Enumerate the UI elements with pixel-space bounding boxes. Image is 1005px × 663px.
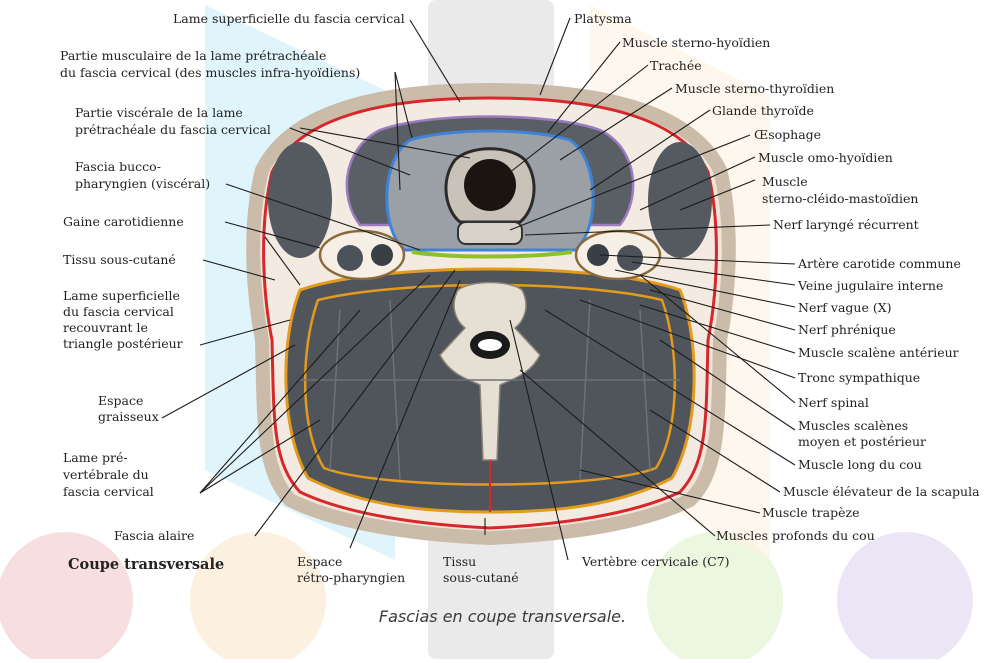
label-superficial-posterior-3: recouvrant le	[63, 320, 148, 335]
label-pretracheal-visceral-1: Partie viscérale de la lame	[75, 105, 243, 120]
label-cervical-vertebra: Vertèbre cervicale (C7)	[581, 554, 730, 569]
label-subcutaneous-bottom-2: sous-cutané	[443, 570, 519, 585]
label-superficial-posterior-4: triangle postérieur	[63, 336, 183, 351]
label-vagus-nerve: Nerf vague (X)	[798, 300, 892, 315]
label-prevertebral-1: Lame pré-	[63, 450, 128, 465]
jugular-vein-left	[337, 245, 363, 271]
label-pretracheal-visceral-2: prétrachéale du fascia cervical	[75, 122, 271, 137]
figure-caption: Fascias en coupe transversale.	[0, 607, 1005, 626]
view-title: Coupe transversale	[68, 556, 224, 573]
neck-section	[253, 90, 729, 538]
label-recurrent-laryngeal: Nerf laryngé récurrent	[773, 217, 919, 232]
label-pretracheal-muscular-2: du fascia cervical (des muscles infra-hy…	[60, 65, 360, 80]
label-buccopharyngeal-1: Fascia bucco-	[75, 159, 161, 174]
label-carotid-sheath: Gaine carotidienne	[63, 214, 184, 229]
label-retropharyngeal-2: rétro-pharyngien	[297, 570, 405, 585]
scm-left	[268, 142, 332, 258]
label-middle-posterior-scalene-2: moyen et postérieur	[798, 434, 926, 449]
label-prevertebral-2: vertébrale du	[62, 467, 149, 482]
label-thyroid-gland: Glande thyroïde	[712, 103, 814, 118]
esophagus	[458, 222, 522, 244]
scm-right	[648, 142, 712, 258]
label-middle-posterior-scalene-1: Muscles scalènes	[798, 418, 908, 433]
jugular-vein-right	[617, 245, 643, 271]
label-subcutaneous-left: Tissu sous-cutané	[63, 252, 176, 267]
label-alar-fascia: Fascia alaire	[114, 528, 194, 543]
label-longus-colli: Muscle long du cou	[798, 457, 922, 472]
label-subcutaneous-bottom-1: Tissu	[443, 554, 476, 569]
label-pretracheal-muscular-1: Partie musculaire de la lame prétrachéal…	[60, 48, 326, 63]
label-sternothyroid: Muscle sterno-thyroïdien	[675, 81, 834, 96]
label-sternohyoid: Muscle sterno-hyoïdien	[622, 35, 770, 50]
label-internal-jugular: Veine jugulaire interne	[797, 278, 943, 293]
label-phrenic-nerve: Nerf phrénique	[798, 322, 896, 337]
label-omohyoid: Muscle omo-hyoïdien	[758, 150, 893, 165]
label-levator-scapulae: Muscle élévateur de la scapula	[783, 484, 980, 499]
label-prevertebral-3: fascia cervical	[63, 484, 154, 499]
label-superficial-posterior-2: du fascia cervical	[63, 304, 174, 319]
label-anterior-scalene: Muscle scalène antérieur	[798, 345, 959, 360]
label-common-carotid: Artère carotide commune	[797, 256, 961, 271]
carotid-artery-left	[371, 244, 393, 266]
label-scm-1: Muscle	[762, 174, 808, 189]
label-trachea: Trachée	[650, 58, 702, 73]
label-platysma: Platysma	[574, 11, 632, 26]
label-fat-space-2: graisseux	[98, 409, 159, 424]
label-deep-neck-muscles: Muscles profonds du cou	[716, 528, 875, 543]
label-trapezius: Muscle trapèze	[762, 505, 859, 520]
label-sympathetic-trunk: Tronc sympathique	[798, 370, 920, 385]
label-superficial-fascia: Lame superficielle du fascia cervical	[173, 11, 405, 26]
label-esophagus: Œsophage	[754, 127, 821, 142]
label-superficial-posterior-1: Lame superficielle	[63, 288, 180, 303]
label-scm-2: sterno-cléido-mastoïdien	[762, 191, 918, 206]
label-fat-space-1: Espace	[98, 393, 143, 408]
spinal-cord-inner	[478, 339, 502, 351]
label-buccopharyngeal-2: pharyngien (viscéral)	[75, 176, 210, 191]
label-spinal-nerve: Nerf spinal	[798, 395, 869, 410]
trachea-lumen	[464, 159, 516, 211]
label-retropharyngeal-1: Espace	[297, 554, 342, 569]
